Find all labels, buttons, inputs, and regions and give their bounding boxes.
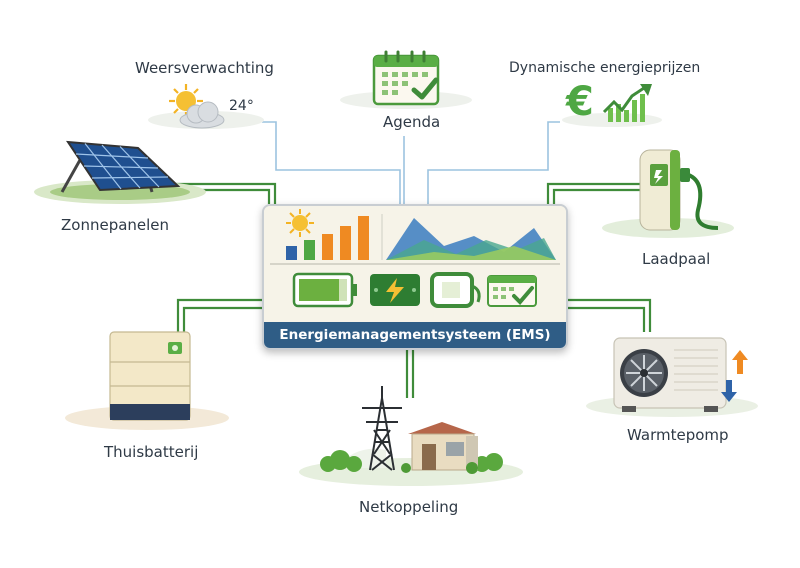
prices-label: Dynamische energieprijzen [509,60,701,76]
line-heatpump-b [564,306,646,332]
weather-illustration [148,84,264,129]
cloud-icon [179,101,225,129]
battery-status-icon [292,272,357,308]
calendar-check-icon [487,275,537,307]
area-chart-icon [386,218,556,260]
line-charger-b [552,188,650,204]
line-weather [262,121,401,204]
power-pylon-icon [362,386,402,471]
line-battery-b [182,306,262,332]
ems-panel: Energiemanagementsysteem (EMS) [262,204,568,350]
battery-label: Thuisbatterij [104,443,199,461]
charger-label: Laadpaal [642,250,711,268]
solar-panel-icon [34,140,206,204]
line-battery-a [176,298,262,332]
solar-label: Zonnepanelen [61,216,170,234]
ev-charger-icon [602,149,734,238]
house-icon [408,422,478,471]
ems-title: Energiemanagementsysteem (EMS) [264,322,566,348]
heat-pump-icon [586,337,758,417]
line-solar-b [176,188,271,204]
bar-chart-icon [286,216,369,260]
tree-icon [320,450,503,472]
line-prices [427,121,560,204]
euro-icon: € [566,79,594,125]
temperature-label: 24° [229,98,254,114]
home-battery-icon [65,331,229,430]
heatpump-label: Warmtepomp [627,426,729,444]
euro-chart-illustration [562,84,662,127]
sun-icon [286,209,314,237]
weather-label: Weersverwachting [135,59,274,77]
lightning-icon [370,274,420,306]
line-charger-a [546,182,650,204]
ems-dashboard [264,206,566,322]
agenda-label: Agenda [383,113,441,131]
line-solar-a [176,182,277,204]
calendar-check-icon [340,50,472,109]
grid-label: Netkoppeling [359,498,459,516]
line-heatpump-a [564,298,652,332]
grid-illustration [299,386,523,486]
plug-status-icon [430,272,481,308]
